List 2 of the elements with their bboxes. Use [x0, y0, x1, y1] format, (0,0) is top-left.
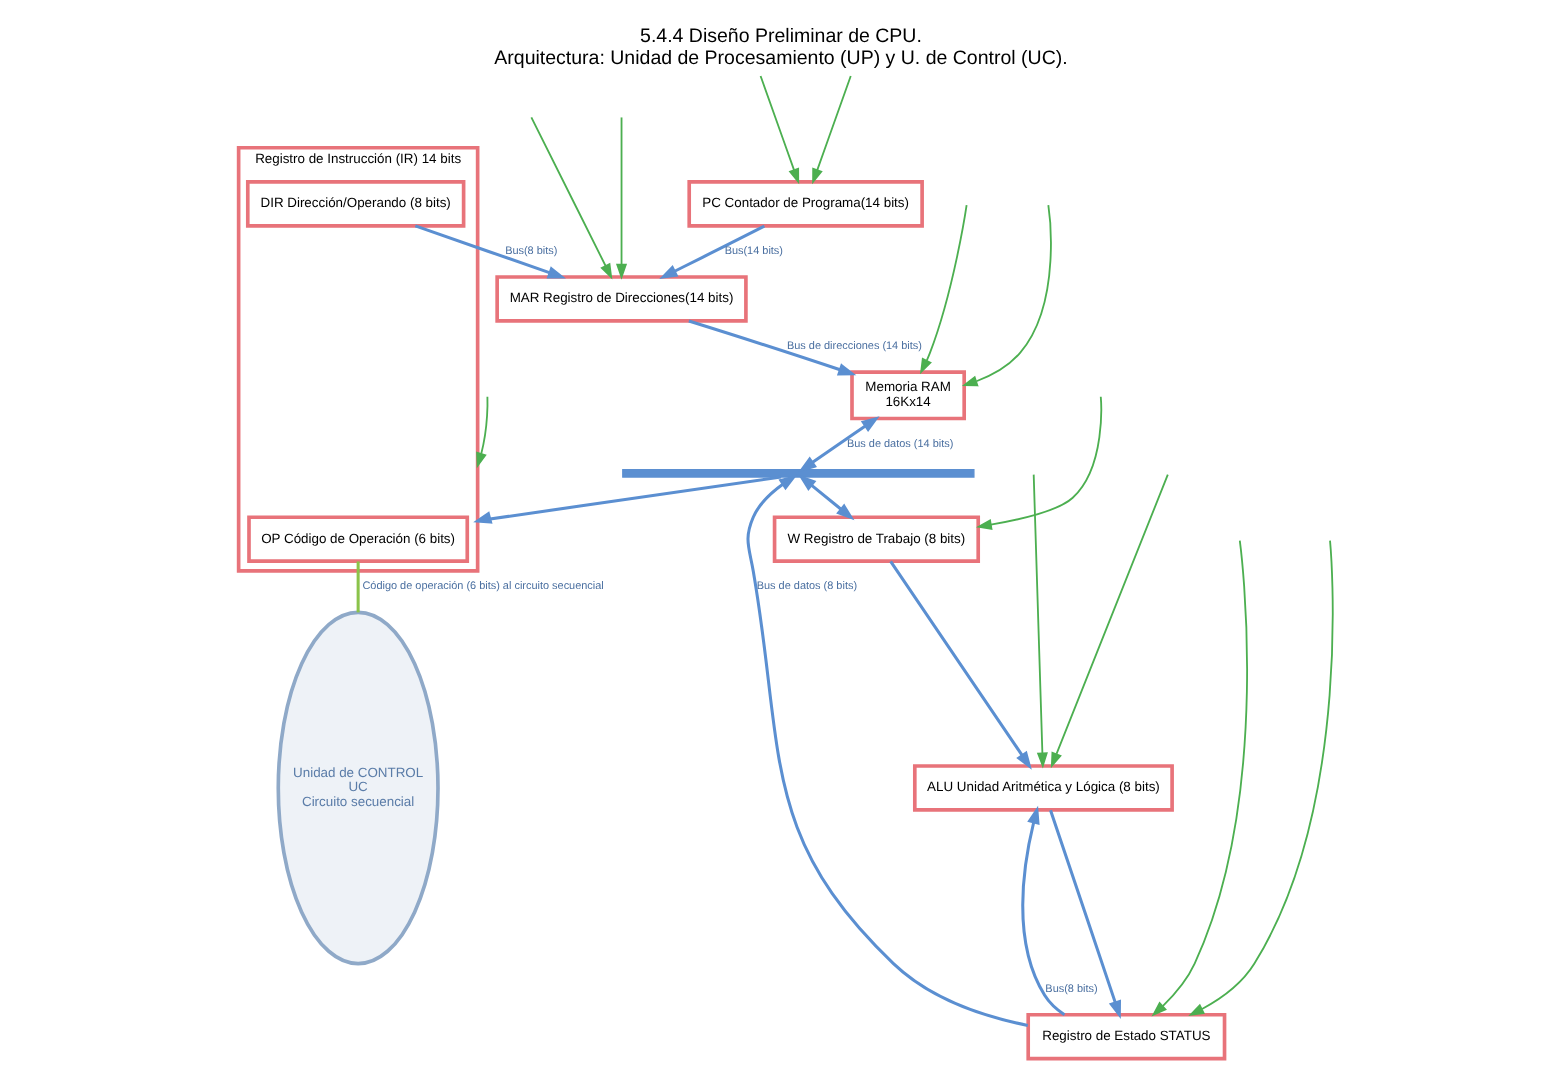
diagram-title: 5.4.4 Diseño Preliminar de CPU. — [639, 25, 921, 48]
caption: Arquitectura: Unidad de Procesamiento (UP) y U. de Control (UC). — [493, 47, 1067, 70]
